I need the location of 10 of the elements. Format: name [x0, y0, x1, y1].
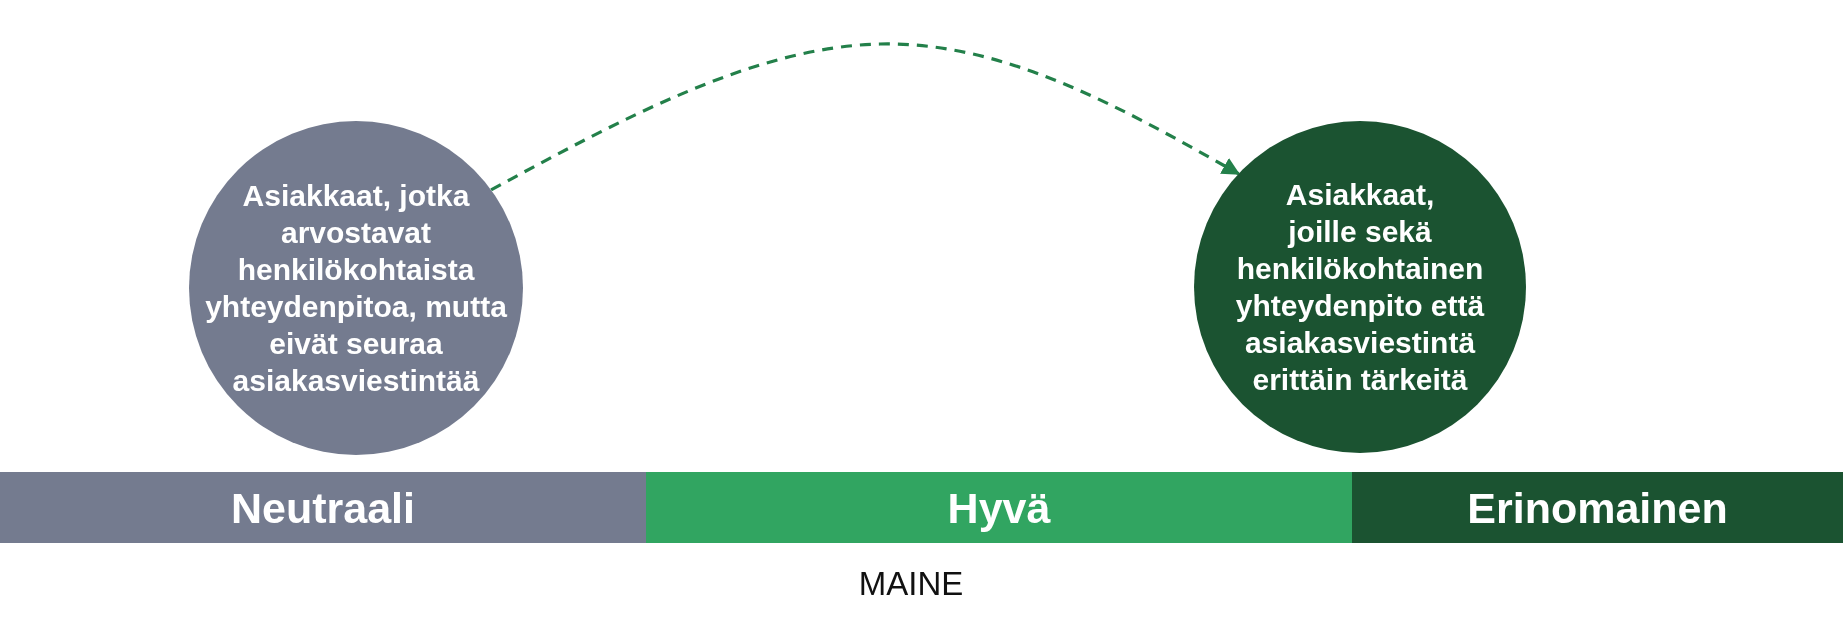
scale-label: MAINE — [858, 565, 964, 603]
band-label: Hyvä — [947, 483, 1051, 532]
band-label: Neutraali — [231, 483, 415, 532]
circle-text: Asiakkaat, joille sekä henkilökohtainen yhteydenpito että asiakasviestintä erittäin tärkeitä — [1234, 177, 1486, 398]
band-label: Erinomainen — [1467, 483, 1728, 532]
dashed-arrow — [490, 42, 1241, 192]
scale-band-segment — [646, 472, 1352, 543]
circle-text: Asiakkaat, jotka arvostavat henkilökohtaista yhteydenpitoa, mutta eivät seuraa asiakasviestintää — [204, 178, 508, 399]
scale-band-segment — [0, 472, 646, 543]
scale-band-segment — [1352, 472, 1843, 543]
